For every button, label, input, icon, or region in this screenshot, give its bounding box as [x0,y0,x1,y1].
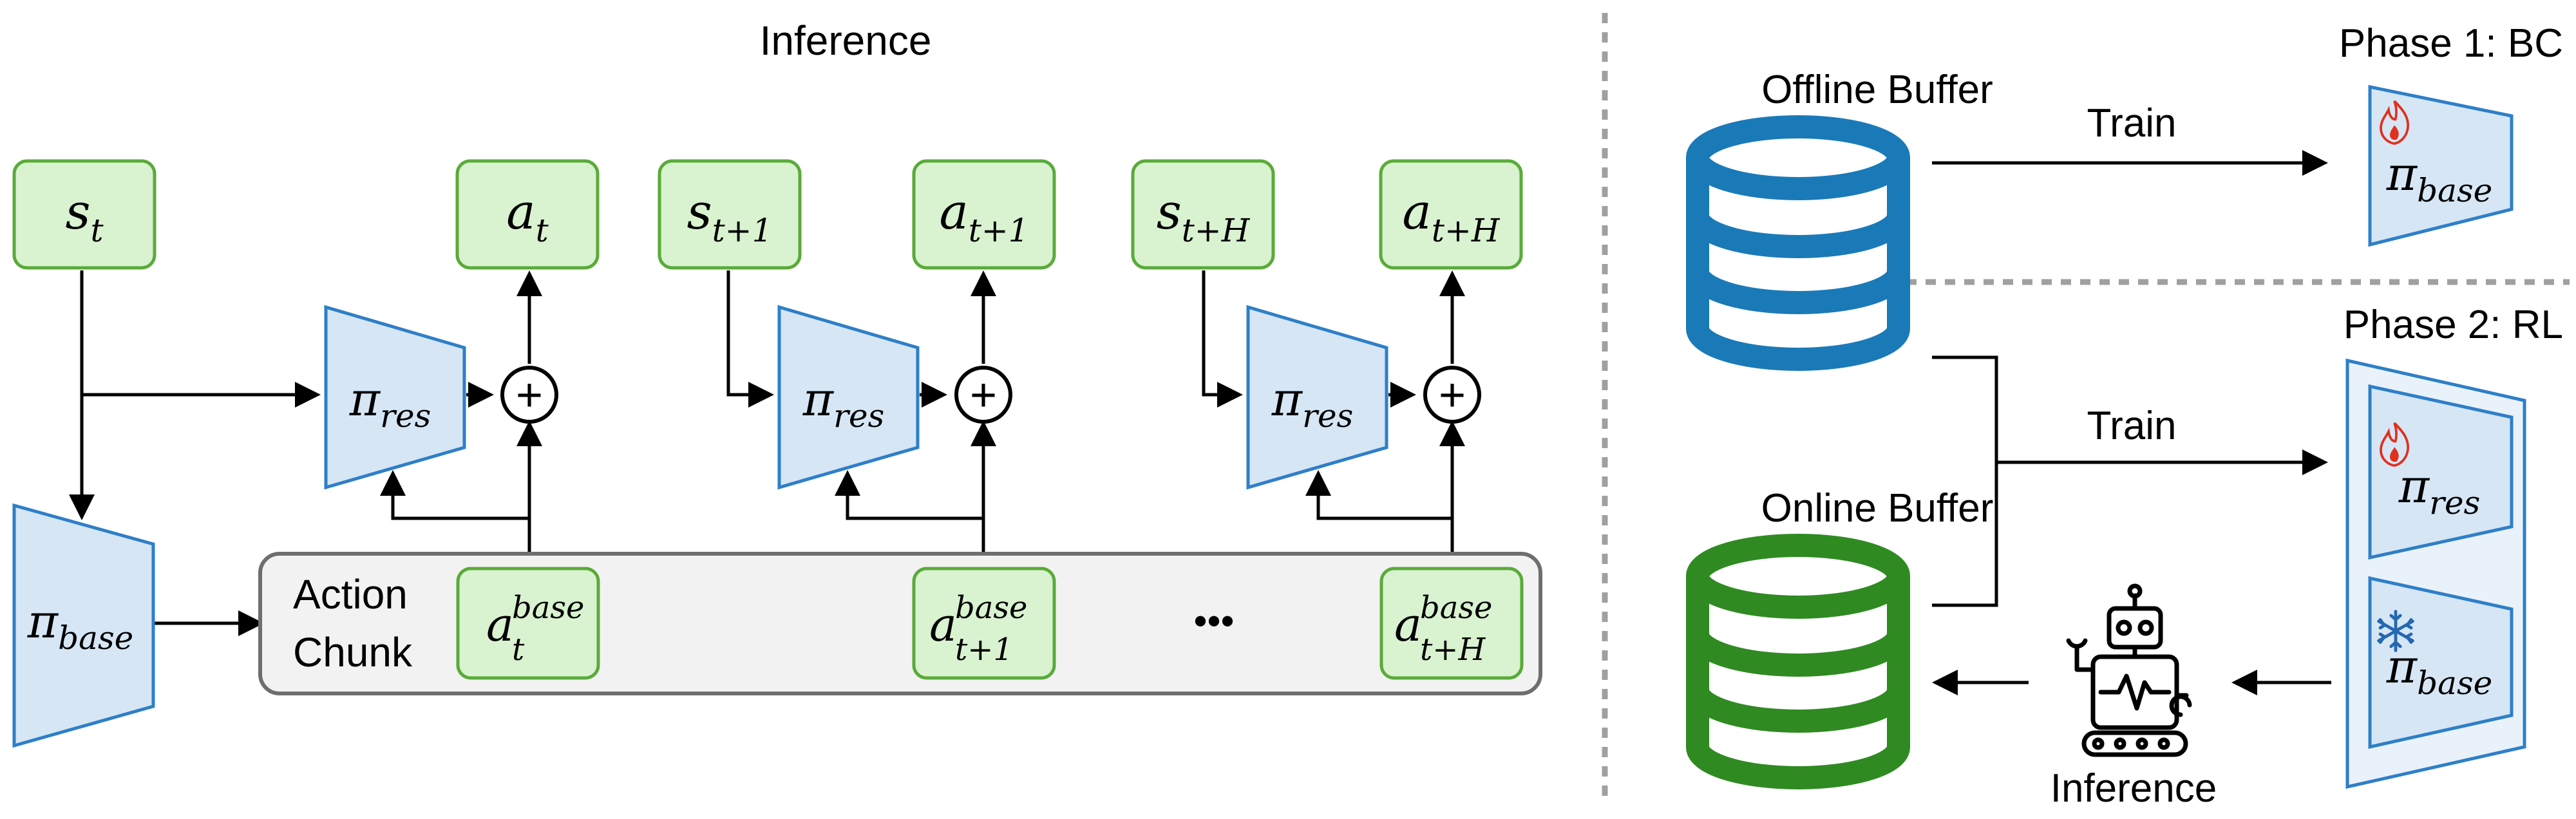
action-box-t: at [455,159,600,270]
phase2-title: Phase 2: RL [2344,303,2563,347]
residual-policy-3: πres [1246,305,1388,490]
svg-text:πbase: πbase [2386,639,2492,702]
svg-text:πbase: πbase [2386,147,2492,209]
svg-text:at+1: at+1 [939,183,1028,249]
inference-wires [69,270,1465,636]
svg-text:at+H: at+H [1403,183,1501,249]
svg-text:st: st [65,183,104,249]
svg-text:πres: πres [1271,372,1353,435]
phase2-buffer-bracket [1932,355,1998,607]
sum-node-1: + [500,366,558,424]
sum-node-3: + [1423,366,1481,424]
svg-text:πres: πres [2398,459,2480,522]
offline-buffer-label: Offline Buffer [1761,68,1993,112]
residual-policy-2: πres [777,305,920,490]
offline-database-icon [1686,115,1910,371]
svg-text:st+H: st+H [1157,183,1251,249]
action-chunk: Action Chunk [258,552,1542,695]
svg-text:st+1: st+1 [687,183,773,249]
phase2-base-policy: πbase [2379,612,2492,702]
action-chunk-label-line2: Chunk [293,629,413,675]
online-database-icon [1686,534,1910,789]
phase2-train-label: Train [2087,404,2177,448]
action-chunk-label-line1: Action [293,571,408,617]
svg-text:+: + [970,370,997,421]
action-box-t-plus-h: at+H [1379,159,1523,270]
svg-text:πres: πres [349,372,431,435]
online-buffer-label: Online Buffer [1761,486,1994,531]
svg-text:+: + [1439,370,1466,421]
phase1-base-policy: πbase [2368,84,2514,247]
svg-text:at: at [506,183,549,249]
state-box-t-plus-h: st+H [1131,159,1275,270]
residual-policy-1: πres [324,305,466,490]
chunk-ellipsis: ••• [1193,599,1234,643]
phase2-residual-policy: πres [2380,422,2480,522]
inference-label: Inference [2050,766,2217,811]
state-box-t: st [12,159,156,270]
state-box-t-plus-1: st+1 [658,159,802,270]
base-policy: πbase [12,503,155,748]
robot-icon [2066,583,2192,757]
phase2-policy-stack [2345,358,2526,789]
inference-title: Inference [760,17,932,64]
action-box-t-plus-1: at+1 [912,159,1056,270]
svg-text:πbase: πbase [27,594,133,657]
svg-text:+: + [516,370,543,421]
phase1-title: Phase 1: BC [2339,21,2563,66]
svg-text:πres: πres [802,372,884,435]
sum-node-2: + [954,366,1012,424]
phase1-train-label: Train [2087,101,2177,146]
